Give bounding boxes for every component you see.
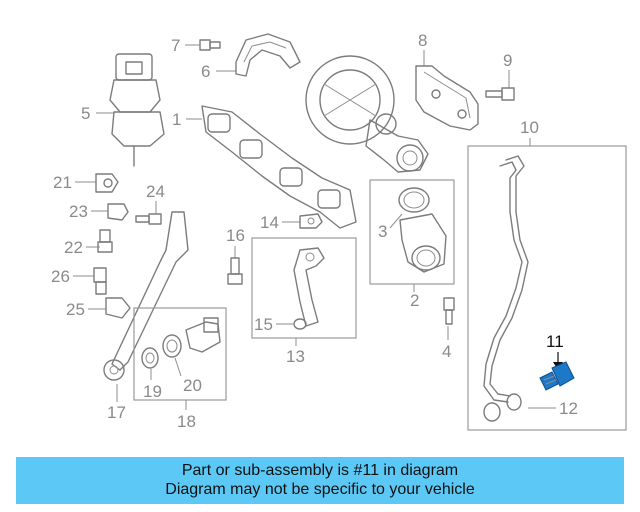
- part-6-heat-shield: 6: [201, 33, 301, 81]
- callout-2: 2: [410, 291, 419, 310]
- part-5-actuator: 5: [81, 53, 165, 167]
- callout-8: 8: [418, 31, 427, 50]
- part-1-exhaust-manifold: 1: [172, 105, 357, 229]
- exploded-parts-diagram: 7 6 8 9 5 1: [51, 31, 627, 431]
- callout-21: 21: [53, 173, 72, 192]
- part-16-bolt: 16: [226, 226, 245, 285]
- callout-26: 26: [51, 267, 70, 286]
- callout-5: 5: [81, 104, 90, 123]
- part-25-clip: 25: [66, 297, 131, 319]
- part-23-clamp: 23: [69, 202, 129, 221]
- callout-7: 7: [171, 36, 180, 55]
- part-9-bolt: 9: [485, 51, 515, 101]
- callout-19: 19: [143, 382, 162, 401]
- part-8-bracket: 8: [415, 31, 479, 131]
- callout-16: 16: [226, 226, 245, 245]
- part-21-clamp: 21: [53, 173, 119, 193]
- banner-line-disclaimer: Diagram may not be specific to your vehi…: [165, 481, 475, 498]
- callout-18: 18: [177, 412, 196, 431]
- callout-13: 13: [286, 347, 305, 366]
- part-17-support-rod: 17: [103, 211, 189, 422]
- kit-2-box: 2 3: [369, 179, 455, 310]
- callout-23: 23: [69, 202, 88, 221]
- callout-6: 6: [201, 62, 210, 81]
- callout-24: 24: [146, 182, 165, 201]
- callout-9: 9: [503, 51, 512, 70]
- callout-25: 25: [66, 300, 85, 319]
- callout-17: 17: [107, 403, 126, 422]
- callout-20: 20: [183, 376, 202, 395]
- part-4-bolt: 4: [442, 297, 455, 361]
- callout-3: 3: [378, 222, 387, 241]
- callout-1: 1: [172, 110, 181, 129]
- part-24-bolt: 24: [135, 182, 165, 225]
- callout-22: 22: [64, 238, 83, 257]
- kit-10-box: 10 12: [467, 118, 627, 431]
- callout-12: 12: [559, 399, 578, 418]
- part-14-gasket: 14: [260, 213, 323, 232]
- part-22-bolt: 22: [64, 229, 113, 257]
- info-banner: Part or sub-assembly is #11 in diagram D…: [16, 457, 624, 504]
- part-11-banjo-bolt-highlighted: 11: [539, 332, 575, 391]
- kit-18-box: 18 19 20: [133, 307, 227, 431]
- callout-10: 10: [520, 118, 539, 137]
- part-26-bolt: 26: [51, 267, 107, 295]
- part-7-bolt: 7: [171, 36, 221, 55]
- banner-line-part: Part or sub-assembly is #11 in diagram: [181, 462, 459, 479]
- callout-4: 4: [442, 342, 451, 361]
- turbocharger: [305, 55, 429, 173]
- callout-15: 15: [254, 315, 273, 334]
- kit-13-box: 13 15: [251, 237, 357, 366]
- callout-11: 11: [546, 332, 564, 351]
- callout-14: 14: [260, 213, 279, 232]
